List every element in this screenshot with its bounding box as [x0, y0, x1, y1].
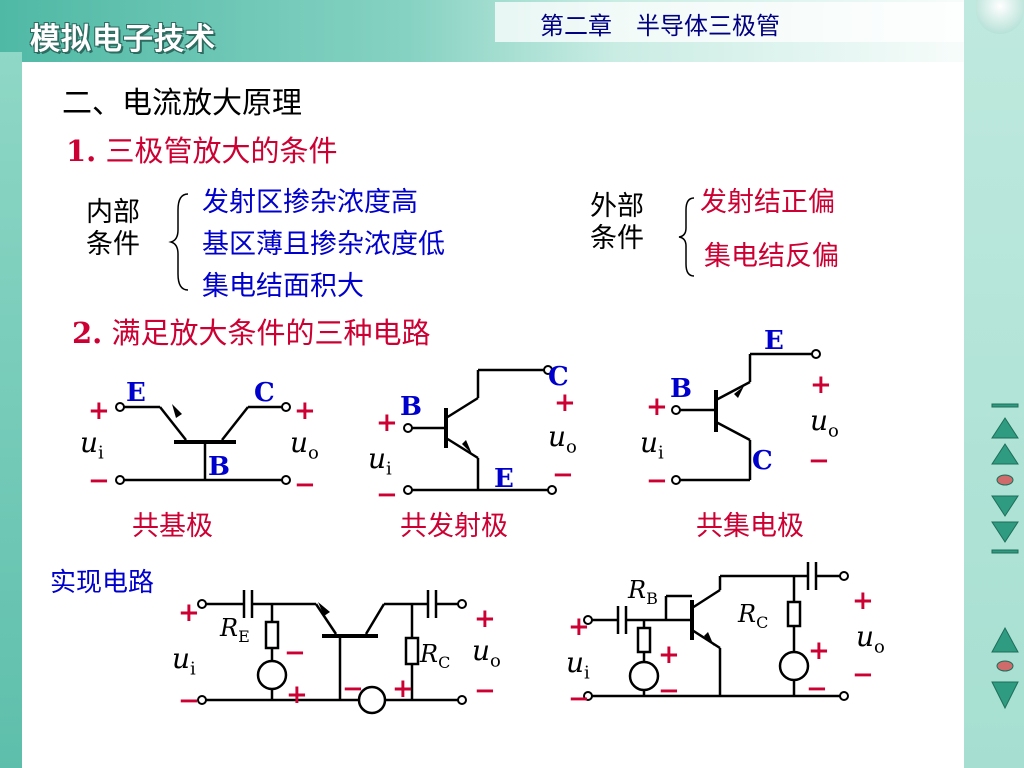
nav-controls — [991, 403, 1019, 710]
common-emitter-circuit — [412, 368, 548, 492]
r1-input-plus: + — [178, 598, 200, 628]
subsection-1-text: 三极管放大的条件 — [105, 134, 338, 168]
internal-label-1: 内部 — [86, 197, 140, 228]
cc-label-c: C — [752, 446, 773, 476]
r2-input-plus: + — [568, 612, 590, 642]
prev-slide-icon[interactable] — [991, 417, 1019, 439]
r2-src-minus: − — [658, 676, 680, 706]
cb-label-e: E — [126, 378, 146, 408]
r2-src-plus: + — [658, 640, 680, 670]
ce-input-minus: − — [376, 480, 398, 510]
ce-ui: ui — [368, 442, 392, 480]
cb-input-plus: + — [88, 396, 110, 426]
cc-label-e: E — [764, 326, 784, 356]
ce-label-b: B — [400, 392, 422, 422]
r1-src2-minus: − — [342, 674, 364, 704]
r1-ui: ui — [172, 642, 196, 680]
r2-rc: RC — [738, 600, 769, 632]
cc-input-plus: + — [646, 392, 668, 422]
cb-output-minus: − — [294, 470, 316, 500]
r2-src2-minus: − — [806, 674, 828, 704]
chapter-box — [495, 2, 975, 42]
ce-output-minus: − — [552, 460, 574, 490]
terminals — [115, 349, 849, 705]
r1-uo: uo — [472, 634, 501, 672]
dot-icon[interactable] — [996, 474, 1014, 486]
r1-src2-plus: + — [392, 674, 414, 704]
external-label-1: 外部 — [590, 191, 644, 222]
internal-label-2: 条件 — [86, 229, 140, 260]
first-slide-icon[interactable] — [991, 626, 1019, 653]
ce-uo: uo — [548, 420, 577, 458]
cb-uo: uo — [290, 426, 319, 464]
r2-rb: RB — [628, 576, 658, 608]
r1-input-minus: − — [178, 686, 200, 716]
line-icon[interactable] — [991, 403, 1019, 408]
cb-ui: ui — [80, 426, 104, 464]
internal-item-1: 发射区掺杂浓度高 — [202, 187, 418, 218]
cc-uo: uo — [810, 404, 839, 442]
left-decor-bar — [0, 52, 22, 768]
circuit-diagrams — [115, 349, 849, 715]
realize-circuit-ce — [592, 562, 840, 698]
r2-ui: ui — [566, 646, 590, 684]
r1-output-plus: + — [474, 604, 496, 634]
subsection-1-number: 1. — [66, 134, 97, 168]
internal-item-3: 集电结面积大 — [202, 271, 364, 302]
r2-output-minus: − — [852, 660, 874, 690]
circuit-name-cb: 共基极 — [132, 511, 213, 542]
circuit-name-ce: 共发射极 — [400, 511, 508, 542]
next-slide-icon[interactable] — [991, 495, 1019, 517]
r2-output-plus: + — [852, 586, 874, 616]
external-item-2: 集电结反偏 — [704, 241, 839, 272]
cb-input-minus: − — [88, 466, 110, 496]
cb-label-b: B — [208, 452, 230, 482]
r1-src-plus: + — [286, 680, 308, 710]
r1-src-minus: − — [284, 638, 306, 668]
cc-output-plus: + — [810, 370, 832, 400]
ce-label-e: E — [494, 464, 514, 494]
external-brace — [678, 197, 695, 277]
line-icon[interactable] — [991, 549, 1019, 554]
cc-output-minus: − — [808, 446, 830, 476]
next-slide-icon[interactable] — [991, 521, 1019, 543]
cb-label-c: C — [254, 378, 275, 408]
external-item-1: 发射结正偏 — [700, 187, 835, 218]
cb-output-plus: + — [294, 396, 316, 426]
r1-rc: RC — [420, 640, 451, 672]
common-base-circuit — [124, 405, 282, 482]
cc-input-minus: − — [646, 466, 668, 496]
external-label-2: 条件 — [590, 223, 644, 254]
r2-input-minus: − — [568, 684, 590, 714]
ce-input-plus: + — [376, 408, 398, 438]
subsection-2-text: 满足放大条件的三种电路 — [111, 316, 431, 350]
right-decor-bar — [964, 0, 1024, 768]
chapter-title: 第二章 半导体三极管 — [540, 12, 780, 40]
emitter-arrows — [172, 386, 744, 646]
course-logo: 模拟电子技术 — [30, 22, 216, 57]
common-collector-circuit — [680, 352, 812, 482]
ce-output-plus: + — [554, 388, 576, 418]
r2-src2-plus: + — [808, 636, 830, 666]
subsection-2: 2. 满足放大条件的三种电路 — [72, 310, 431, 352]
realize-label: 实现电路 — [50, 568, 155, 598]
r1-output-minus: − — [474, 676, 496, 706]
cc-label-b: B — [670, 374, 692, 404]
circuit-name-cc: 共集电极 — [696, 511, 804, 542]
internal-item-2: 基区薄且掺杂浓度低 — [202, 229, 445, 260]
realize-circuit-cb — [206, 590, 458, 715]
subsection-1: 1. 三极管放大的条件 — [66, 128, 338, 170]
internal-brace — [168, 193, 189, 291]
section-title: 二、电流放大原理 — [62, 86, 302, 121]
ce-label-c: C — [548, 362, 569, 392]
dot-icon[interactable] — [996, 660, 1014, 672]
last-slide-icon[interactable] — [991, 681, 1019, 710]
prev-slide-icon[interactable] — [991, 443, 1019, 465]
subsection-2-number: 2. — [72, 316, 103, 350]
cc-ui: ui — [640, 426, 664, 464]
r2-uo: uo — [856, 620, 885, 658]
r1-re: RE — [220, 614, 250, 646]
